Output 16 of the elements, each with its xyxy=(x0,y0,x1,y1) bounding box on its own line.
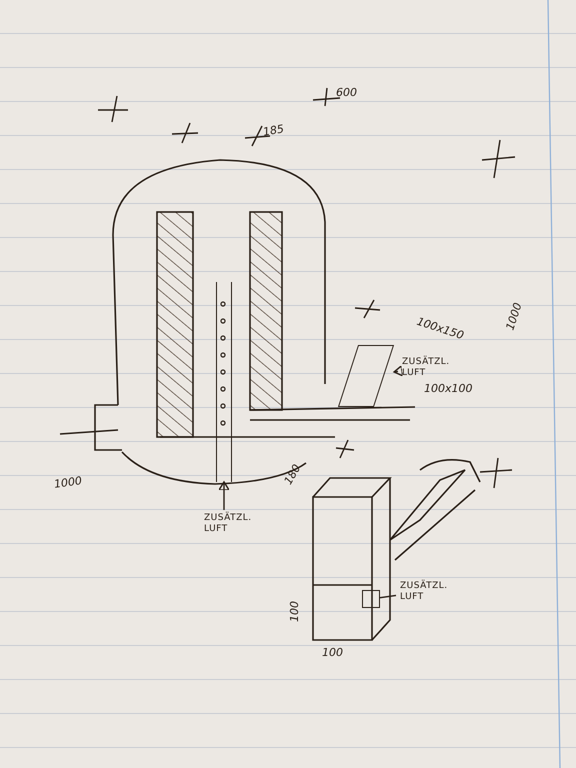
annotation-text: ZUSÄTZL. LUFT xyxy=(398,354,446,382)
inlet-duct xyxy=(338,345,394,407)
dimension-label: 1000 xyxy=(504,301,524,332)
annotation-text: ZUSÄTZL. LUFT xyxy=(396,578,444,606)
leader-line xyxy=(393,365,404,376)
leader-line xyxy=(380,594,396,598)
dimension-label: 100 xyxy=(322,646,343,659)
leader-line xyxy=(218,481,230,510)
air-inlet xyxy=(362,590,380,608)
dimension-label: 600 xyxy=(336,86,357,99)
perforated-air-tube xyxy=(216,282,232,482)
annotation-text: ZUSÄTZL. LUFT xyxy=(200,510,248,538)
dimension-label: 100 xyxy=(288,601,301,622)
dimension-label: 100x100 xyxy=(424,382,473,395)
dimension-label: 1000 xyxy=(53,474,83,491)
dimension-label: 185 xyxy=(262,122,285,139)
